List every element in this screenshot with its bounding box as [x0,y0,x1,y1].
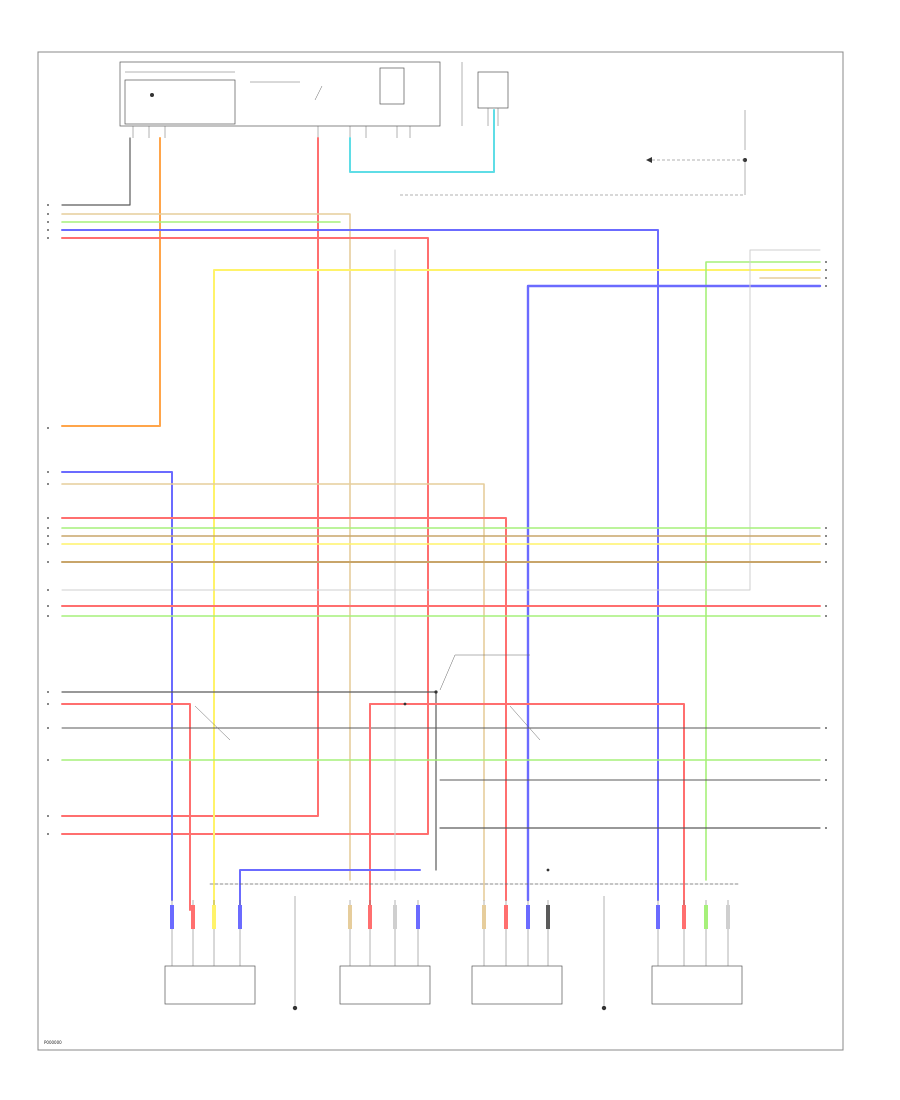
sensor-connector-1 [164,900,256,1005]
wire-cyan [349,109,495,173]
left-connector-marks [47,204,49,835]
wire-red-top [61,137,319,817]
sensor-connector-4 [651,900,743,1005]
right-connector-marks [825,261,827,829]
top-left-module [119,61,441,138]
sensor-connector-3 [471,900,563,1005]
diagram-frame [37,51,844,1051]
wire-red-h4 [369,703,685,911]
wire-gray-h1 [61,691,437,871]
wire-lightgray-2 [61,249,821,591]
wire-tan-lower [61,483,485,901]
wire-tan-1 [61,213,351,881]
sensor-connector-2 [339,900,431,1005]
wire-blue-right [526,284,822,902]
wire-blue-long [61,229,659,901]
wire-gray-top [61,137,131,206]
wire-red-h3 [61,703,191,911]
wire-set [61,109,822,911]
figure-id: P000000 [44,1040,62,1045]
top-right-module [400,110,747,196]
ground-right [601,896,607,1011]
top-center-sensor [461,62,509,126]
wire-orange [61,137,161,427]
wire-blue-left [61,471,173,901]
wire-red-lower [61,517,507,901]
wire-blue-lower [239,869,421,911]
ground-left [292,896,298,1011]
wire-green-right [705,261,821,881]
wire-yellow [213,269,821,911]
splice-callouts [194,654,550,872]
